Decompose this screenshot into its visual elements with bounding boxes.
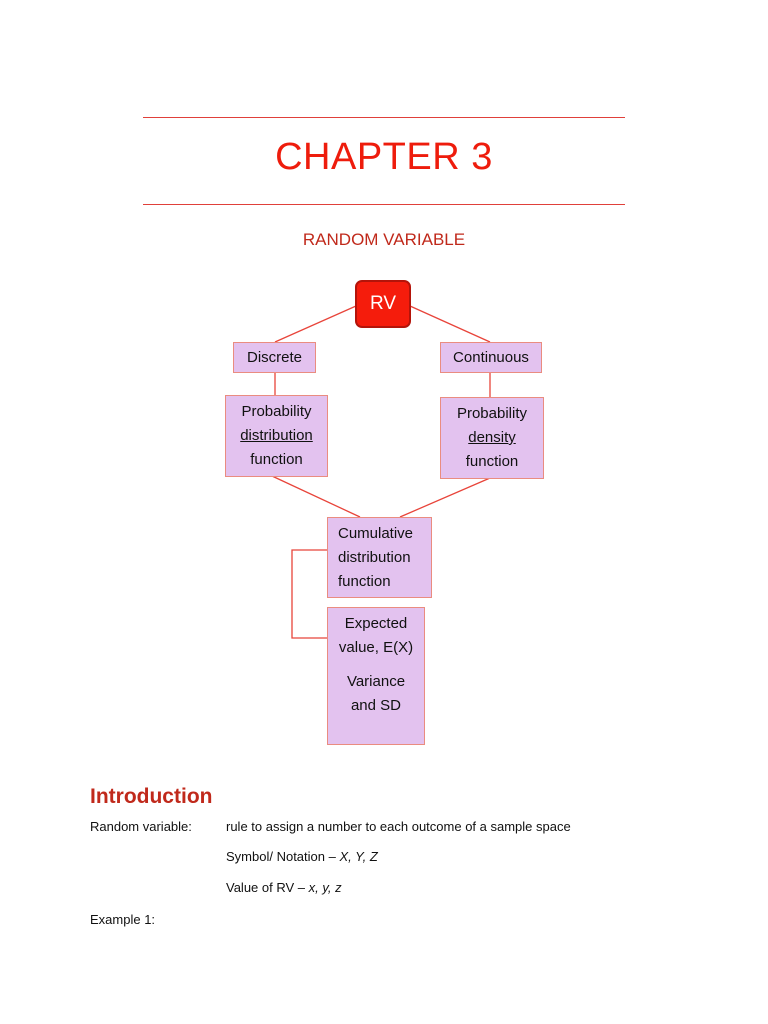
connector-rv-discrete bbox=[274, 305, 357, 343]
cdf-line2: distribution bbox=[338, 548, 411, 566]
expected-value-variance-node: Expected value, E(X) Variance and SD bbox=[327, 607, 425, 745]
pdf-right-line1: Probability bbox=[456, 405, 528, 422]
value-of-rv-label: Value of RV – bbox=[226, 880, 309, 895]
continuous-node: Continuous bbox=[440, 342, 542, 373]
symbol-notation-value: X, Y, Z bbox=[339, 849, 378, 864]
random-variable-term: Random variable: bbox=[90, 819, 192, 834]
connector-left-cdf bbox=[271, 475, 361, 518]
continuous-label: Continuous bbox=[453, 348, 529, 366]
introduction-heading: Introduction bbox=[90, 785, 213, 808]
variance-line2: and SD bbox=[350, 697, 402, 714]
chapter-title: CHAPTER 3 bbox=[275, 136, 493, 178]
pdf-left-line1: Probability bbox=[241, 403, 312, 420]
symbol-notation-label: Symbol/ Notation – bbox=[226, 849, 340, 864]
connector-cdf-expected bbox=[291, 549, 328, 639]
pdf-left-line2: distribution bbox=[240, 427, 313, 444]
cdf-line1: Cumulative bbox=[338, 524, 414, 542]
probability-distribution-function-node: Probability distribution function bbox=[225, 395, 328, 477]
value-of-rv-line: Value of RV – x, y, z bbox=[226, 880, 342, 895]
cumulative-distribution-function-node: Cumulative distribution function bbox=[327, 517, 432, 598]
example-label: Example 1: bbox=[90, 912, 156, 927]
pdf-right-line3: function bbox=[465, 453, 519, 470]
expected-line1: Expected bbox=[344, 615, 408, 632]
value-of-rv-value: x, y, z bbox=[308, 880, 342, 895]
top-rule bbox=[143, 117, 625, 118]
random-variable-definition: rule to assign a number to each outcome … bbox=[226, 819, 571, 834]
section-title: RANDOM VARIABLE bbox=[302, 230, 466, 249]
expected-line2: value, E(X) bbox=[338, 639, 414, 656]
cdf-line3: function bbox=[338, 572, 391, 590]
pdf-left-line3: function bbox=[250, 451, 303, 468]
variance-line1: Variance bbox=[346, 673, 406, 690]
probability-density-function-node: Probability density function bbox=[440, 397, 544, 479]
connector-rv-continuous bbox=[409, 305, 491, 343]
symbol-notation-line: Symbol/ Notation – X, Y, Z bbox=[226, 849, 378, 864]
discrete-label: Discrete bbox=[246, 348, 302, 366]
pdf-right-line2: density bbox=[468, 429, 516, 446]
rv-node: RV bbox=[355, 280, 411, 328]
discrete-node: Discrete bbox=[233, 342, 316, 373]
bottom-rule bbox=[143, 204, 625, 205]
connector-right-cdf bbox=[399, 477, 491, 518]
rv-label: RV bbox=[369, 293, 397, 314]
